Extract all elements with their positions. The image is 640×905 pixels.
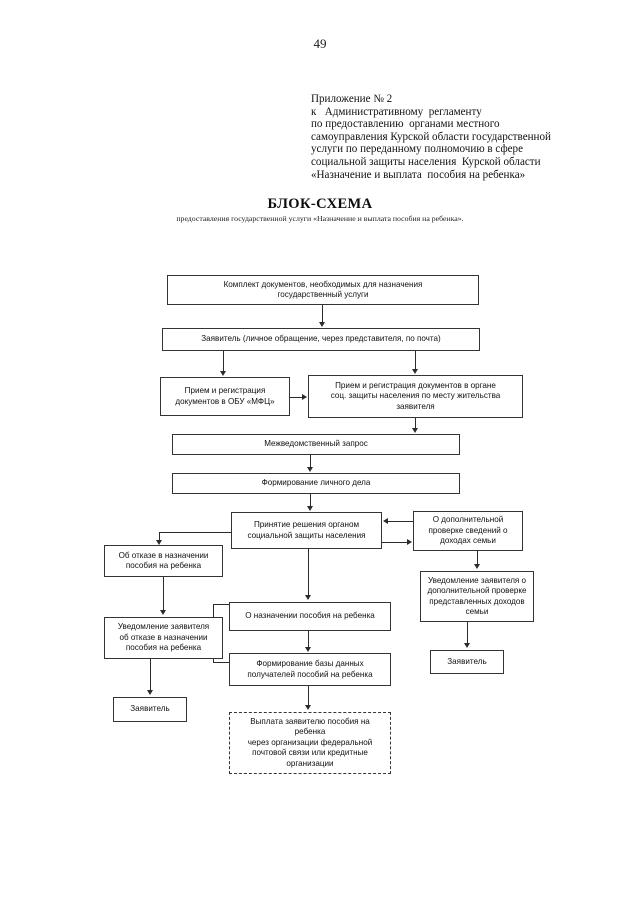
node-social-protection-registration-label: Прием и регистрация документов в органе … <box>330 380 501 411</box>
arrowhead-applicant-to-social <box>412 369 418 374</box>
node-mfc-registration-label: Прием и регистрация документов в ОБУ «МФ… <box>175 386 275 406</box>
arrowhead-refusal-to-notice <box>160 610 166 615</box>
connector-file-to-decision <box>310 494 311 507</box>
page-number: 49 <box>313 36 327 51</box>
node-documents-package: Комплект документов, необходимых для наз… <box>167 275 479 305</box>
connector-database-to-payment <box>308 686 309 706</box>
connector-applicant-to-social <box>415 351 416 370</box>
node-personal-file-formation: Формирование личного дела <box>172 473 460 494</box>
appendix-header-line-6: социальной защиты населения Курской обла… <box>311 155 541 168</box>
connector-mfc-to-social <box>290 397 303 398</box>
node-payment-label: Выплата заявителю пособия на ребенка чер… <box>247 716 373 768</box>
node-database-formation: Формирование базы данных получателей пос… <box>229 653 391 686</box>
node-documents-package-label: Комплект документов, необходимых для наз… <box>223 279 423 299</box>
node-personal-file-formation-label: Формирование личного дела <box>261 478 371 488</box>
node-applicant-entry: Заявитель (личное обращение, через предс… <box>162 328 480 351</box>
node-applicant-entry-label: Заявитель (личное обращение, через предс… <box>201 334 441 344</box>
appendix-header: Приложение № 2 к Административному регла… <box>311 93 601 181</box>
node-refusal-notice: Уведомление заявителя об отказе в назнач… <box>104 617 223 659</box>
node-refusal-notice-label: Уведомление заявителя об отказе в назнач… <box>117 622 210 653</box>
arrowhead-request-to-file <box>307 467 313 472</box>
connector-allowance-to-database <box>308 631 309 648</box>
node-refusal-decision-label: Об отказе в назначении пособия на ребенк… <box>118 550 209 570</box>
node-social-protection-registration: Прием и регистрация документов в органе … <box>308 375 523 418</box>
arrowhead-notice-to-applicant-left <box>147 690 153 695</box>
node-additional-income-check-label: О дополнительной проверке сведений о дох… <box>428 515 508 546</box>
connector-social-to-request <box>415 418 416 429</box>
appendix-header-line-1: Приложение № 2 <box>311 93 393 105</box>
arrowhead-documents-to-applicant <box>319 322 325 327</box>
arrowhead-notice-to-applicant-right <box>464 643 470 648</box>
arrowhead-decision-to-check <box>407 539 412 545</box>
connector-decision-to-refusal-h <box>159 532 232 533</box>
node-decision-social-protection: Принятие решения органом социальной защи… <box>231 512 382 549</box>
arrowhead-check-to-decision <box>383 518 388 524</box>
connector-notice-to-applicant-right <box>467 622 468 644</box>
arrowhead-mfc-to-social <box>302 394 307 400</box>
connector-decision-to-check <box>382 542 408 543</box>
document-subtitle: предоставления государственной услуги «Н… <box>176 214 464 223</box>
appendix-header-line-7: «Назначение и выплата пособия на ребенка… <box>311 168 526 181</box>
node-allowance-granted: О назначении пособия на ребенка <box>229 602 391 631</box>
appendix-header-line-4: самоуправления Курской области государст… <box>311 130 551 143</box>
node-applicant-left-label: Заявитель <box>130 704 170 714</box>
node-allowance-granted-label: О назначении пособия на ребенка <box>245 611 375 621</box>
connector-notice-to-applicant-left <box>150 659 151 691</box>
node-payment: Выплата заявителю пособия на ребенка чер… <box>229 712 391 774</box>
connector-documents-to-applicant <box>322 305 323 323</box>
node-notice-additional-check-label: Уведомление заявителя о дополнительной п… <box>427 575 527 616</box>
connector-check-to-notice <box>477 551 478 565</box>
connector-left-bracket-top <box>213 604 230 605</box>
arrowhead-decision-to-allowance <box>305 595 311 600</box>
appendix-header-line-5: услуги по переданному полномочию в сфере <box>311 143 524 156</box>
connector-applicant-to-mfc <box>223 351 224 372</box>
node-applicant-right-label: Заявитель <box>447 656 487 666</box>
node-refusal-decision: Об отказе в назначении пособия на ребенк… <box>104 545 223 577</box>
node-applicant-left: Заявитель <box>113 697 187 722</box>
node-applicant-right: Заявитель <box>430 650 504 674</box>
node-decision-social-protection-label: Принятие решения органом социальной защи… <box>247 520 366 540</box>
node-interdepartmental-request-label: Межведомственный запрос <box>264 439 368 449</box>
arrowhead-decision-to-refusal <box>156 540 162 545</box>
arrowhead-check-to-notice <box>474 564 480 569</box>
node-additional-income-check: О дополнительной проверке сведений о дох… <box>413 511 523 551</box>
node-interdepartmental-request: Межведомственный запрос <box>172 434 460 455</box>
node-database-formation-label: Формирование базы данных получателей пос… <box>247 659 373 679</box>
connector-refusal-to-notice <box>163 577 164 611</box>
arrowhead-social-to-request <box>412 428 418 433</box>
arrowhead-applicant-to-mfc <box>220 371 226 376</box>
connector-request-to-file <box>310 455 311 468</box>
node-mfc-registration: Прием и регистрация документов в ОБУ «МФ… <box>160 377 290 416</box>
appendix-header-line-3: по предоставлению органами местного <box>311 118 500 131</box>
connector-decision-to-allowance <box>308 549 309 596</box>
document-title: БЛОК-СХЕМА <box>267 196 373 212</box>
arrowhead-allowance-to-database <box>305 647 311 652</box>
connector-decision-to-refusal-v <box>159 532 160 541</box>
appendix-header-line-2: к Административному регламенту <box>311 105 482 118</box>
connector-check-to-decision <box>388 521 414 522</box>
connector-left-bracket-bottom <box>213 662 230 663</box>
arrowhead-database-to-payment <box>305 705 311 710</box>
arrowhead-file-to-decision <box>307 506 313 511</box>
node-notice-additional-check: Уведомление заявителя о дополнительной п… <box>420 571 534 622</box>
